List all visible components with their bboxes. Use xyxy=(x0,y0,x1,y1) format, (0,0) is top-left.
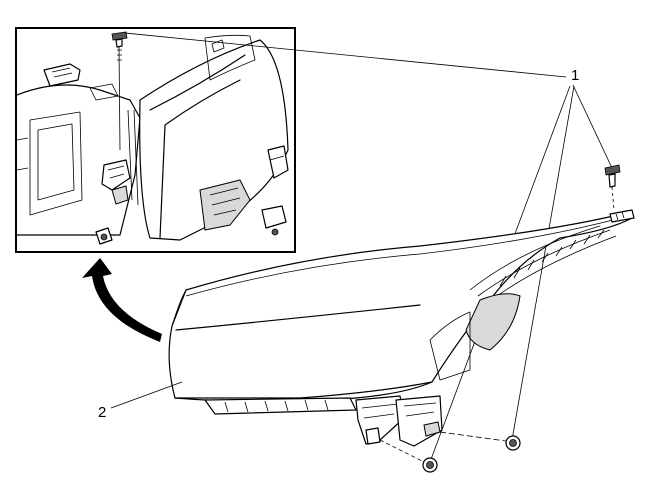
callout-2-label: 2 xyxy=(98,404,106,421)
inset-opening xyxy=(29,111,83,216)
inset-lower-mount xyxy=(199,179,251,231)
headlamp-assembly xyxy=(168,209,635,415)
inset-lamp-top-edge xyxy=(204,34,256,81)
curved-arrow xyxy=(82,258,162,342)
inset-mount-clip xyxy=(101,159,131,191)
inset-headlamp-housing xyxy=(139,39,289,241)
headlamp-lens xyxy=(168,211,633,399)
top-right-bolt xyxy=(604,164,621,211)
callout-1-label: 1 xyxy=(571,67,579,84)
detail-inset xyxy=(15,27,296,253)
lower-bracket xyxy=(355,395,443,447)
lower-ribs xyxy=(204,397,357,415)
headlamp-tip xyxy=(609,209,635,223)
lower-nut-right xyxy=(439,431,521,451)
rear-housing-dome xyxy=(465,293,521,351)
callout-2-leader xyxy=(110,381,183,409)
upper-strip-ribs xyxy=(499,229,605,287)
lower-nut-left xyxy=(379,439,438,473)
inset-bolt xyxy=(111,31,128,151)
